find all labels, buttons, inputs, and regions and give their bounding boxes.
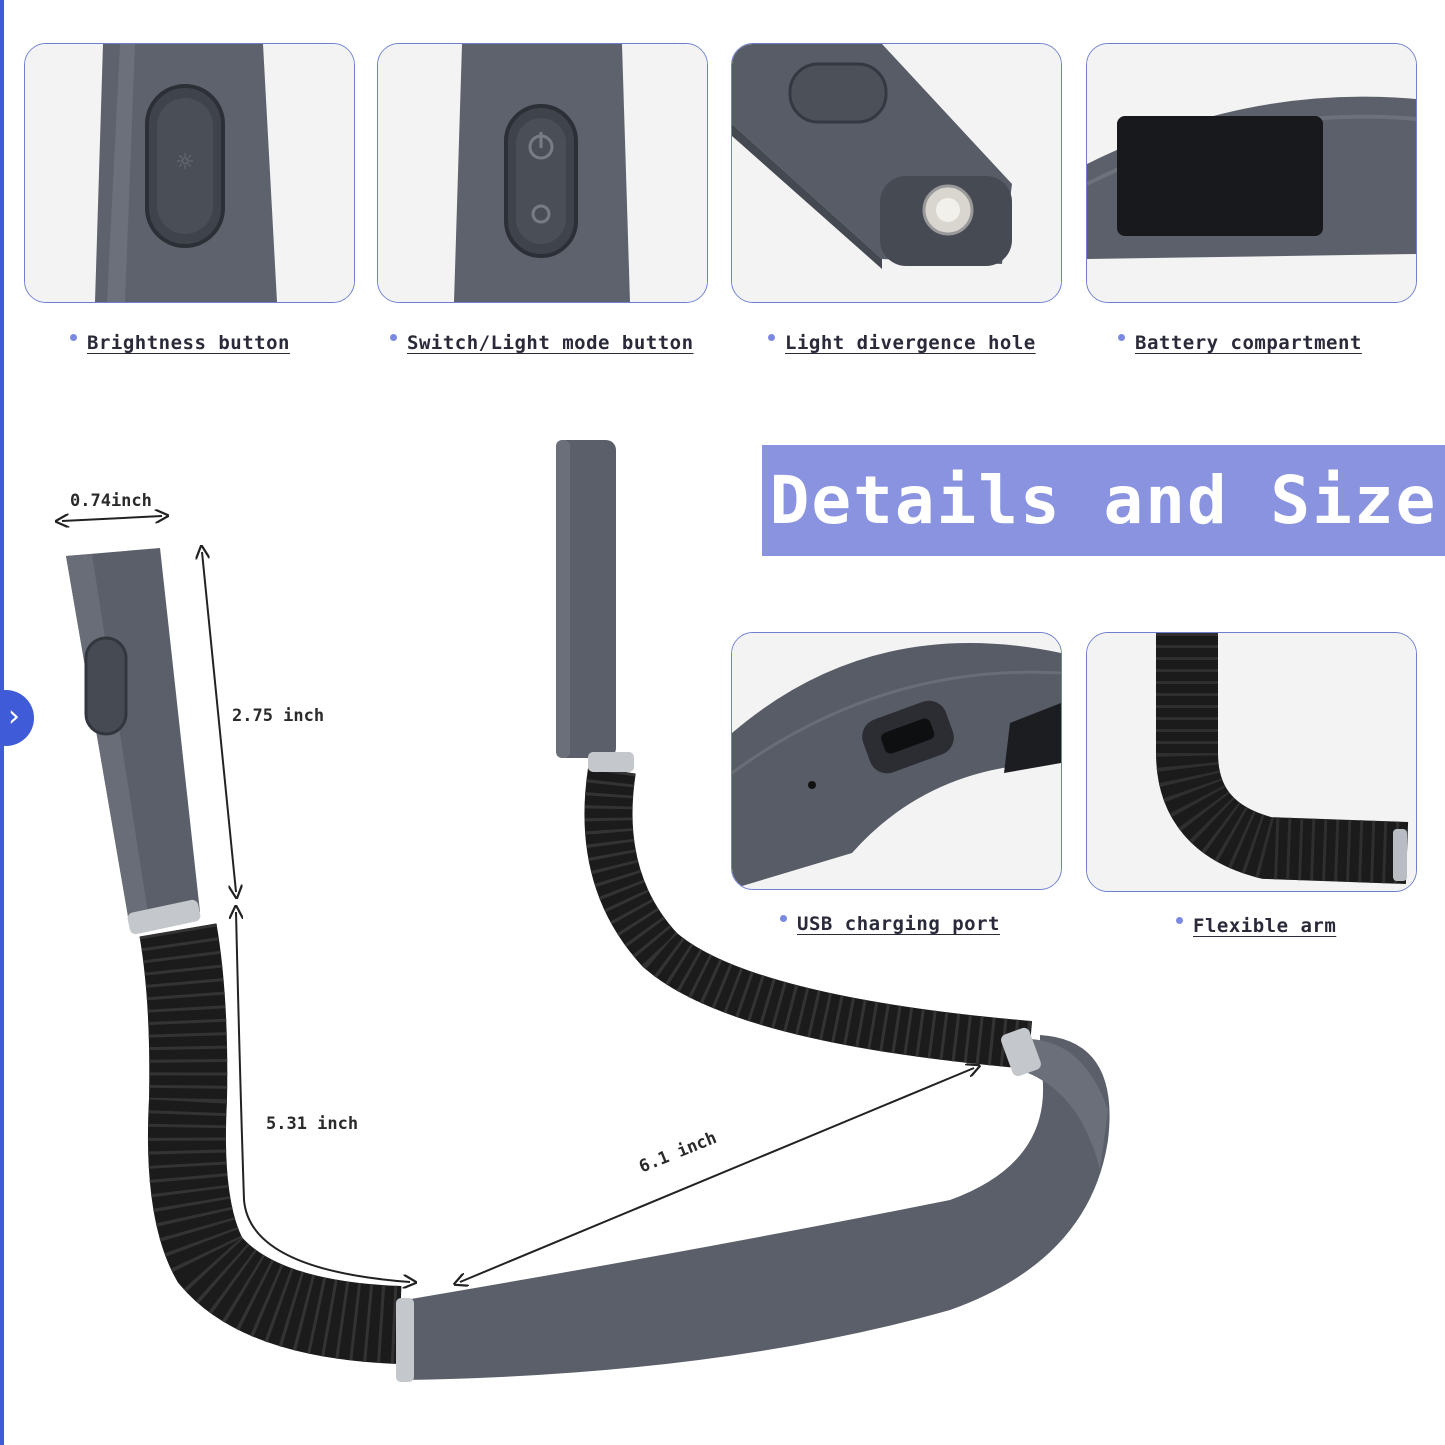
right-flexible-arm <box>584 766 1033 1069</box>
dimension-arm-label: 5.31 inch <box>266 1114 359 1134</box>
band-dimension-line <box>460 1068 974 1282</box>
neck-band <box>405 1035 1110 1380</box>
bullet-dot <box>768 334 775 341</box>
bullet-dot <box>780 915 787 922</box>
left-flexible-arm <box>139 923 402 1364</box>
caption-brightness: Brightness button <box>70 332 290 354</box>
brightness-button-image: ☼ <box>25 44 354 302</box>
dimension-head-label: 2.75 inch <box>232 706 325 726</box>
panel-switch-button <box>377 43 708 303</box>
panel-flexible-arm <box>1086 632 1417 892</box>
head-dimension-line <box>202 552 236 892</box>
caption-switch: Switch/Light mode button <box>390 332 694 354</box>
caption-usb: USB charging port <box>780 913 1000 935</box>
bullet-dot <box>70 334 77 341</box>
caption-arm: Flexible arm <box>1176 915 1336 937</box>
arm-dimension-line <box>236 912 410 1282</box>
usb-port-image <box>732 633 1061 889</box>
svg-text:☼: ☼ <box>175 150 195 175</box>
bullet-dot <box>1176 917 1183 924</box>
right-light-head <box>556 440 616 758</box>
panel-light-hole <box>731 43 1062 303</box>
bullet-dot <box>1118 334 1125 341</box>
panel-usb-port <box>731 632 1062 890</box>
panel-battery-compartment <box>1086 43 1417 303</box>
chevron-right-icon: › <box>8 699 20 734</box>
battery-compartment-image <box>1087 44 1416 302</box>
caption-divergence: Light divergence hole <box>768 332 1036 354</box>
switch-button-image <box>378 44 707 302</box>
bullet-dot <box>390 334 397 341</box>
flexible-arm-image <box>1087 633 1416 891</box>
panel-brightness-button: ☼ <box>24 43 355 303</box>
width-dimension-line <box>62 516 162 521</box>
light-hole-image <box>732 44 1061 302</box>
dimension-width-label: 0.74inch <box>70 491 152 511</box>
caption-battery: Battery compartment <box>1118 332 1362 354</box>
banner-title: Details and Size <box>762 445 1445 556</box>
